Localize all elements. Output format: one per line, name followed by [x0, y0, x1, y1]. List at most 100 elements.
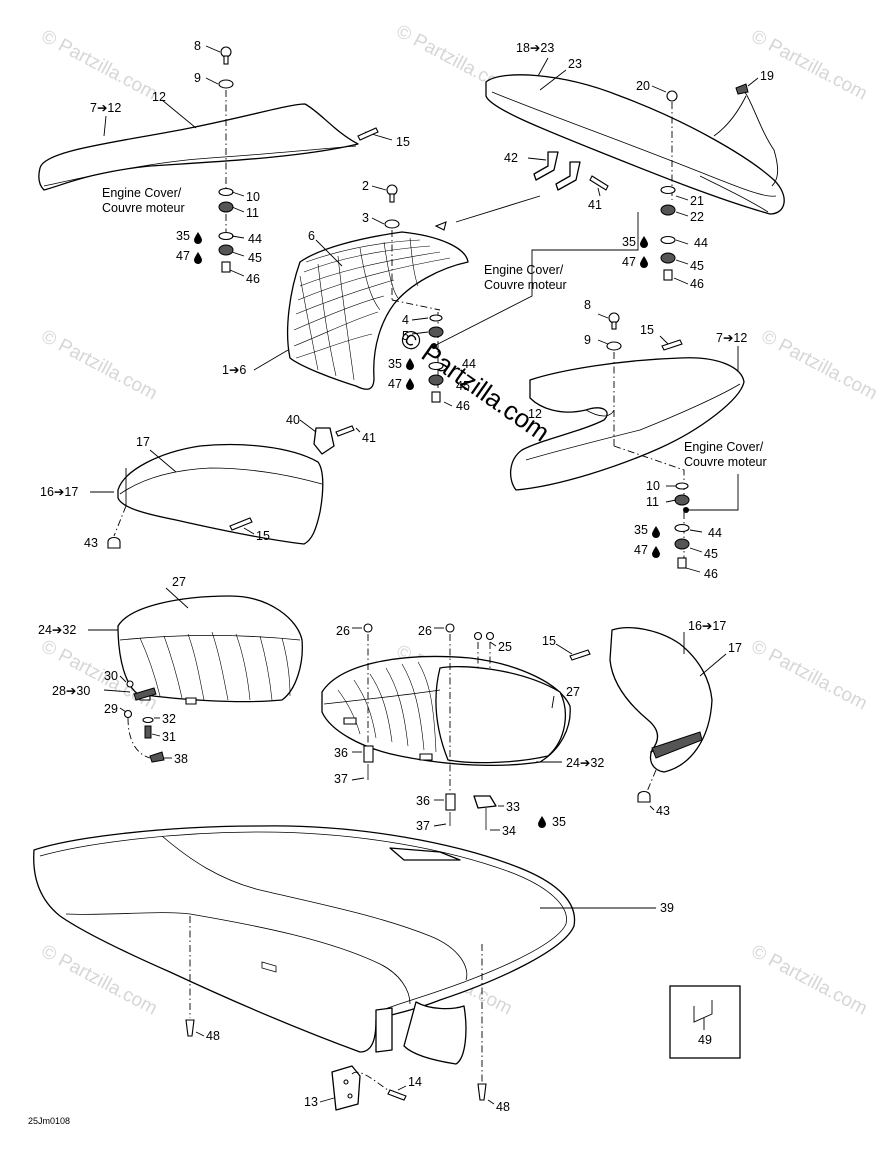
liquid-drop-icon — [194, 232, 202, 244]
watermark: © Partzilla.com — [748, 26, 871, 105]
callout: 24➔32 — [566, 756, 604, 770]
watermark: © Partzilla.com — [38, 326, 161, 405]
callout: 26 — [336, 624, 350, 638]
engine-cover-label: Engine Cover/ — [484, 263, 564, 277]
callout: 45 — [704, 547, 718, 561]
engine-cover-label-fr: Couvre moteur — [484, 278, 567, 292]
callout: 35 — [552, 815, 566, 829]
callout: 35 — [634, 523, 648, 537]
callout: 9 — [584, 333, 591, 347]
callout: 37 — [334, 772, 348, 786]
callout: 45 — [690, 259, 704, 273]
callout: 21 — [690, 194, 704, 208]
callout: 46 — [704, 567, 718, 581]
liquid-drop-icons — [194, 232, 660, 828]
callout: 4 — [402, 313, 409, 327]
callout: 15 — [396, 135, 410, 149]
inset-box-49 — [669, 985, 741, 1059]
seat-24-32-center — [321, 623, 571, 831]
callout: 33 — [506, 800, 520, 814]
callout: 35 — [176, 229, 190, 243]
engine-cover-label-fr: Couvre moteur — [102, 201, 185, 215]
callout: 46 — [246, 272, 260, 286]
callout: 38 — [174, 752, 188, 766]
callout: 37 — [416, 819, 430, 833]
callout: 17 — [136, 435, 150, 449]
callout: 49 — [698, 1033, 712, 1047]
callout: 9 — [194, 71, 201, 85]
callout: 20 — [636, 79, 650, 93]
callout: 16➔17 — [688, 619, 726, 633]
watermark: © Partzilla.com — [758, 326, 881, 405]
callout: 11 — [646, 495, 659, 509]
callout: 15 — [256, 529, 270, 543]
callout: 47 — [388, 377, 402, 391]
callout: 26 — [418, 624, 432, 638]
liquid-drop-icon — [640, 236, 648, 248]
callout: 10 — [246, 190, 260, 204]
callout: 7➔12 — [716, 331, 747, 345]
callout: 5 — [402, 329, 409, 343]
callout: 1➔6 — [222, 363, 246, 377]
callout: 29 — [104, 702, 118, 716]
seat-cushion-right — [510, 312, 745, 573]
callout: 35 — [622, 235, 636, 249]
callout: 17 — [728, 641, 742, 655]
callout: 10 — [646, 479, 660, 493]
callout: 31 — [162, 730, 176, 744]
callout: 32 — [162, 712, 176, 726]
liquid-drop-icon — [652, 526, 660, 538]
liquid-drop-icon — [538, 816, 546, 828]
callout: 44 — [248, 232, 262, 246]
callout: 14 — [408, 1075, 422, 1089]
callout: 24➔32 — [38, 623, 76, 637]
callout: 27 — [566, 685, 580, 699]
callout: 2 — [362, 179, 369, 193]
callout: 48 — [496, 1100, 510, 1114]
callout: 8 — [194, 39, 201, 53]
liquid-drop-icon — [640, 256, 648, 268]
callout: 36 — [334, 746, 348, 760]
callout: 12 — [152, 90, 166, 104]
callout: 44 — [694, 236, 708, 250]
liquid-drop-icon — [194, 252, 202, 264]
callout: 46 — [690, 277, 704, 291]
callout: 13 — [304, 1095, 318, 1109]
callout: 48 — [206, 1029, 220, 1043]
callout: 7➔12 — [90, 101, 121, 115]
callout: 42 — [504, 151, 518, 165]
callout: 15 — [542, 634, 556, 648]
callout: 11 — [246, 206, 259, 220]
engine-cover-label: Engine Cover/ — [102, 186, 182, 200]
callout: 36 — [416, 794, 430, 808]
watermark: © Partzilla.com — [748, 941, 871, 1020]
callout: 39 — [660, 901, 674, 915]
callout: 47 — [622, 255, 636, 269]
callout: 41 — [588, 198, 602, 212]
liquid-drop-icon — [406, 378, 414, 390]
watermark: © Partzilla.com — [38, 26, 161, 105]
backrest-18-23 — [485, 57, 785, 285]
callout: 44 — [708, 526, 722, 540]
engine-cover-label: Engine Cover/ — [684, 440, 764, 454]
callout: 16➔17 — [40, 485, 78, 499]
callout: 19 — [760, 69, 774, 83]
hardware-stack-b — [371, 184, 453, 407]
callout: 40 — [286, 413, 300, 427]
liquid-drop-icon — [406, 358, 414, 370]
backrest-16-17-left — [90, 419, 361, 549]
callout: 45 — [456, 379, 470, 393]
callout: 46 — [456, 399, 470, 413]
callout: 3 — [362, 211, 369, 225]
seat-cushion-front-left — [38, 99, 393, 191]
brackets-42 — [434, 151, 609, 231]
engine-cover-label-fr: Couvre moteur — [684, 455, 767, 469]
callout: 47 — [176, 249, 190, 263]
callout: 22 — [690, 210, 704, 224]
callout: 18➔23 — [516, 41, 554, 55]
engine-cover-labels: Engine Cover/ Couvre moteur Engine Cover… — [28, 186, 767, 1126]
callout: 8 — [584, 298, 591, 312]
watermark: © Partzilla.com — [748, 636, 871, 715]
callout: 6 — [308, 229, 315, 243]
